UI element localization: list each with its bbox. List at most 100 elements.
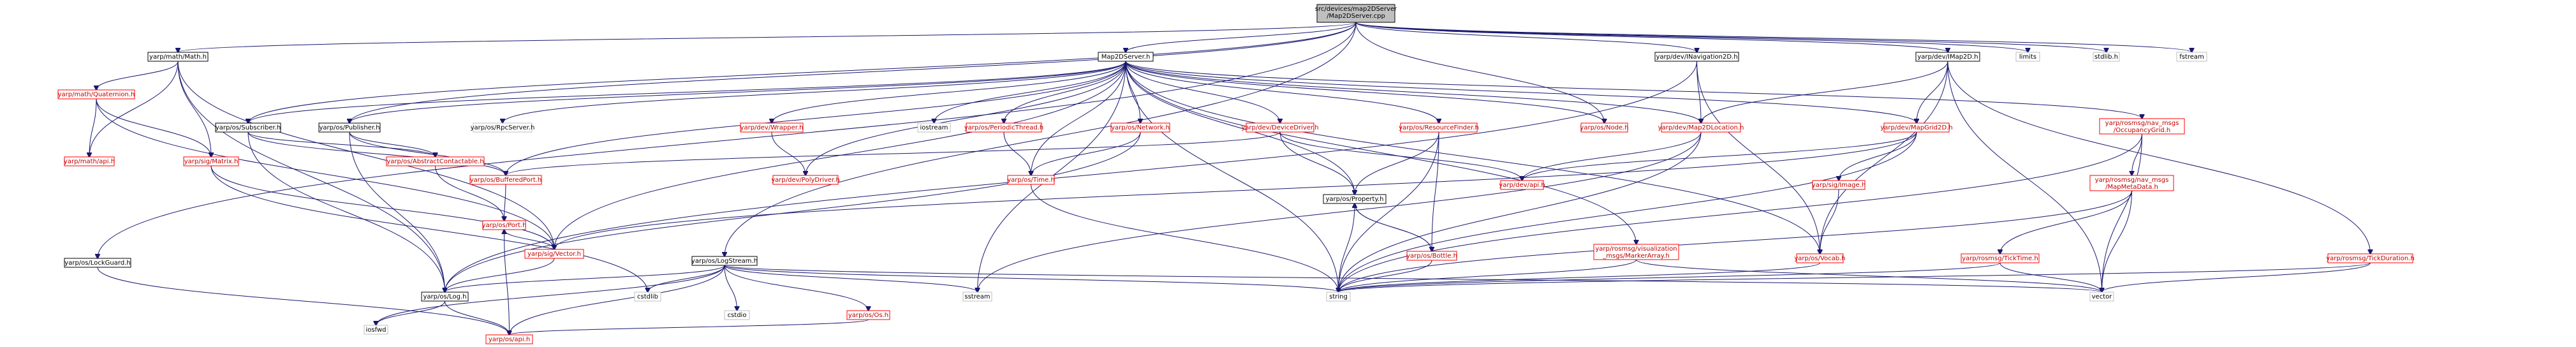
node-tickduration-h[interactable]: yarp/rosmsg/TickDuration.h [2326, 253, 2415, 263]
node-network-h[interactable]: yarp/os/Network.h [1110, 122, 1170, 133]
edge-map2dserver_h-to-resourcefinder_h [1125, 61, 1439, 123]
node-label: yarp/os/ResourceFinder.h [1399, 124, 1479, 131]
node-cstdio: cstdio [724, 310, 750, 320]
node-box [482, 220, 526, 230]
node-label: Map2DServer.h [1101, 54, 1151, 61]
node-math-h[interactable]: yarp/math/Math.h [147, 52, 209, 62]
edge-port_h-to-osapi_h [504, 229, 510, 335]
edge-vector_h-to-log_h [445, 258, 555, 292]
edge-root-to-lockguard_h [98, 22, 1357, 258]
edge-logstream_h-to-iosfwd [376, 265, 725, 325]
node-label: yarp/rosmsg/TickTime.h [1962, 255, 2038, 262]
edge-map2dserver_h-to-mapgrid2d_h [1125, 61, 1917, 123]
node-bottle-h[interactable]: yarp/os/Bottle.h [1406, 251, 1457, 261]
edge-matrix_h-to-cstdlib [210, 165, 648, 292]
edge-map2dlocation_h-to-devapi_h [1522, 131, 1702, 181]
edge-map2dlocation_h-to-string [1339, 131, 1702, 292]
edge-root-to-publisher_h [350, 22, 1357, 123]
edge-bufferedport_h-to-port_h [504, 184, 506, 221]
edge-math_h-to-quaternion_h [96, 61, 179, 90]
node-mapmetadata-h[interactable]: yarp/rosmsg/nav_msgs/MapMetaData.h [2089, 175, 2174, 191]
node-quaternion-h[interactable]: yarp/math/Quaternion.h [57, 89, 135, 100]
node-subscriber-h[interactable]: yarp/os/Subscriber.h [215, 122, 281, 133]
edge-mapgrid2d_h-to-devapi_h [1522, 131, 1917, 181]
node-box [634, 292, 661, 302]
node-polydriver-h[interactable]: yarp/dev/PolyDriver.h [771, 175, 840, 185]
node-log-h[interactable]: yarp/os/Log.h [421, 292, 469, 302]
node-box [2089, 292, 2114, 302]
node-label: yarp/os/RpcServer.h [471, 124, 535, 131]
node-box [691, 256, 758, 266]
edge-root-to-stdlib_h [1355, 22, 2107, 52]
node-map2dlocation-h[interactable]: yarp/dev/Map2DLocation.h [1658, 122, 1744, 133]
node-time-h[interactable]: yarp/os/Time.h [1007, 175, 1055, 185]
node-box [1246, 122, 1314, 133]
node-occupancygrid-h[interactable]: yarp/rosmsg/nav_msgs/OccupancyGrid.h [2099, 118, 2185, 135]
node-markerarray-h[interactable]: yarp/rosmsg/visualization_msgs/MarkerArr… [1593, 244, 1679, 260]
edge-occupancygrid_h-to-string [1339, 133, 2142, 292]
node-label: yarp/os/LogStream.h [691, 258, 758, 265]
edge-logstream_h-to-cstdio [724, 265, 737, 311]
edge-logstream_h-to-os_h [724, 265, 869, 311]
node-label: yarp/math/Math.h [149, 54, 207, 61]
node-sstream: sstream [962, 292, 992, 302]
node-mapgrid2d-h[interactable]: yarp/dev/MapGrid2D.h [1880, 122, 1953, 133]
node-label: string [1329, 293, 1348, 300]
node-abstractcontactable-h[interactable]: yarp/os/AbstractContactable.h [386, 156, 485, 166]
node-property-h[interactable]: yarp/os/Property.h [1323, 194, 1387, 204]
node-periodicthread-h[interactable]: yarp/os/PeriodicThread.h [964, 122, 1044, 133]
edge-mapmetadata_h-to-string [1339, 190, 2132, 292]
edge-logstream_h-to-log_h [445, 265, 725, 292]
node-box [1007, 175, 1055, 185]
node-devicedriver-h[interactable]: yarp/dev/DeviceDriver.h [1241, 122, 1319, 133]
node-label: sstream [964, 293, 990, 300]
node-node-h[interactable]: yarp/os/Node.h [1580, 122, 1629, 133]
edge-imap2d_h-to-vocab_h [1820, 61, 1948, 254]
edge-os_h-to-osapi_h [510, 319, 869, 335]
node-matrix-h[interactable]: yarp/sig/Matrix.h [183, 156, 239, 166]
root-file-node[interactable]: src/devices/map2DServer/Map2DServer.cpp [1315, 4, 1397, 23]
node-vocab-h[interactable]: yarp/os/Vocab.h [1794, 253, 1846, 263]
node-wrapper-h[interactable]: yarp/dev/Wrapper.h [740, 122, 804, 133]
node-vector-h[interactable]: yarp/sig/Vector.h [524, 249, 584, 259]
node-box [1500, 180, 1544, 190]
node-box [473, 122, 533, 133]
node-label: /MapMetaData.h [2105, 184, 2158, 191]
edge-root-to-map2dserver_h [1126, 22, 1357, 52]
node-ticktime-h[interactable]: yarp/rosmsg/TickTime.h [1961, 253, 2040, 263]
node-os-h[interactable]: yarp/os/Os.h [846, 310, 890, 320]
node-label: yarp/dev/api.h [1499, 182, 1545, 189]
node-bufferedport-h[interactable]: yarp/os/BufferedPort.h [469, 175, 542, 185]
node-lockguard-h[interactable]: yarp/os/LockGuard.h [64, 258, 131, 268]
node-box [1593, 244, 1679, 260]
node-box [724, 310, 750, 320]
edge-bottle_h-to-property_h [1355, 203, 1432, 252]
node-osapi-h[interactable]: yarp/os/api.h [485, 334, 533, 344]
edge-root-to-inav2d_h [1355, 22, 1697, 52]
node-mathapi-h[interactable]: yarp/math/api.h [64, 156, 115, 166]
edge-map2dserver_h-to-time_h [1031, 61, 1126, 175]
node-label: yarp/rosmsg/nav_msgs [2105, 120, 2179, 127]
node-label: iosfwd [366, 327, 386, 334]
edge-root-to-math_h [178, 22, 1357, 52]
edge-log_h-to-iosfwd [376, 300, 445, 325]
node-logstream-h[interactable]: yarp/os/LogStream.h [691, 256, 758, 266]
edge-resourcefinder_h-to-bottle_h [1432, 131, 1439, 251]
edge-root-to-subscriber_h [248, 22, 1357, 123]
node-map2dserver-h[interactable]: Map2DServer.h [1098, 52, 1154, 62]
node-box [1400, 122, 1478, 133]
node-devapi-h[interactable]: yarp/dev/api.h [1499, 180, 1545, 190]
node-image-h[interactable]: yarp/sig/Image.h [1812, 180, 1866, 190]
node-box [1661, 122, 1741, 133]
node-publisher-h[interactable]: yarp/os/Publisher.h [318, 122, 381, 133]
edge-lockguard_h-to-osapi_h [97, 267, 510, 335]
edge-map2dserver_h-to-string [1125, 61, 1339, 292]
node-imap2d-h[interactable]: yarp/dev/IMap2D.h [1915, 52, 1980, 62]
node-box [524, 249, 584, 259]
edge-subscriber_h-to-bufferedport_h [247, 131, 506, 175]
node-port-h[interactable]: yarp/os/Port.h [482, 220, 527, 230]
node-resourcefinder-h[interactable]: yarp/os/ResourceFinder.h [1399, 122, 1479, 133]
edge-matrix_h-to-vector_h [210, 165, 554, 249]
node-inav2d-h[interactable]: yarp/dev/INavigation2D.h [1654, 52, 1739, 62]
edge-markerarray_h-to-string [1339, 259, 1637, 292]
